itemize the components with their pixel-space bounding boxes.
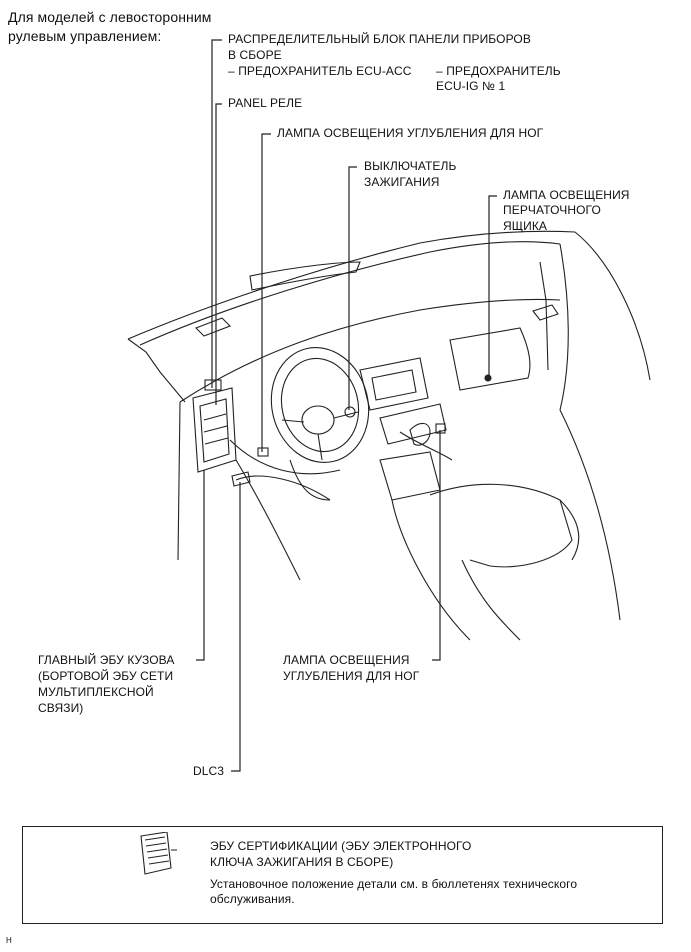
diagram-title-line2: рулевым управлением:: [8, 28, 162, 44]
diagram-title-line1: Для моделей с левосторонним: [8, 9, 212, 25]
footer-mark: H: [6, 936, 12, 945]
legend-line2: КЛЮЧА ЗАЖИГАНИЯ В СБОРЕ): [210, 855, 394, 869]
label-fuse-ecu-ig-line1: – ПРЕДОХРАНИТЕЛЬ: [436, 64, 561, 78]
label-dlc3: DLC3: [193, 764, 225, 778]
label-dist-block-line1: РАСПРЕДЕЛИТЕЛЬНЫЙ БЛОК ПАНЕЛИ ПРИБОРОВ: [228, 32, 531, 46]
label-foot-lamp-bottom-line2: УГЛУБЛЕНИЯ ДЛЯ НОГ: [283, 669, 420, 683]
legend-note-line1: Установочное положение детали см. в бюлл…: [210, 877, 578, 891]
label-glovebox-lamp-line3: ЯЩИКА: [503, 219, 548, 233]
legend-note-line2: обслуживания.: [210, 892, 295, 906]
label-ignition-switch-line1: ВЫКЛЮЧАТЕЛЬ: [364, 159, 457, 173]
label-foot-lamp-top: ЛАМПА ОСВЕЩЕНИЯ УГЛУБЛЕНИЯ ДЛЯ НОГ: [277, 126, 544, 140]
label-fuse-ecu-ig-line2: ECU-IG № 1: [436, 79, 506, 93]
label-main-body-ecu-line2: (БОРТОВОЙ ЭБУ СЕТИ: [38, 669, 174, 683]
label-glovebox-lamp-line2: ПЕРЧАТОЧНОГО: [503, 203, 601, 217]
label-main-body-ecu-line4: СВЯЗИ): [38, 701, 84, 715]
label-foot-lamp-bottom-line1: ЛАМПА ОСВЕЩЕНИЯ: [283, 653, 410, 667]
label-main-body-ecu-line1: ГЛАВНЫЙ ЭБУ КУЗОВА: [38, 653, 175, 667]
label-fuse-ecu-acc: – ПРЕДОХРАНИТЕЛЬ ECU-ACC: [228, 64, 412, 78]
label-panel-relay: PANEL РЕЛЕ: [228, 96, 303, 110]
leader-lines: [196, 39, 497, 772]
label-dist-block-line2: В СБОРЕ: [228, 48, 282, 62]
legend-line1: ЭБУ СЕРТИФИКАЦИИ (ЭБУ ЭЛЕКТРОННОГО: [210, 839, 472, 853]
label-glovebox-lamp-line1: ЛАМПА ОСВЕЩЕНИЯ: [503, 188, 630, 202]
label-main-body-ecu-line3: МУЛЬТИПЛЕКСНОЙ: [38, 685, 154, 699]
label-ignition-switch-line2: ЗАЖИГАНИЯ: [364, 175, 440, 189]
legend-box: ЭБУ СЕРТИФИКАЦИИ (ЭБУ ЭЛЕКТРОННОГО КЛЮЧА…: [22, 826, 663, 924]
certification-ecu-icon: [140, 832, 177, 875]
